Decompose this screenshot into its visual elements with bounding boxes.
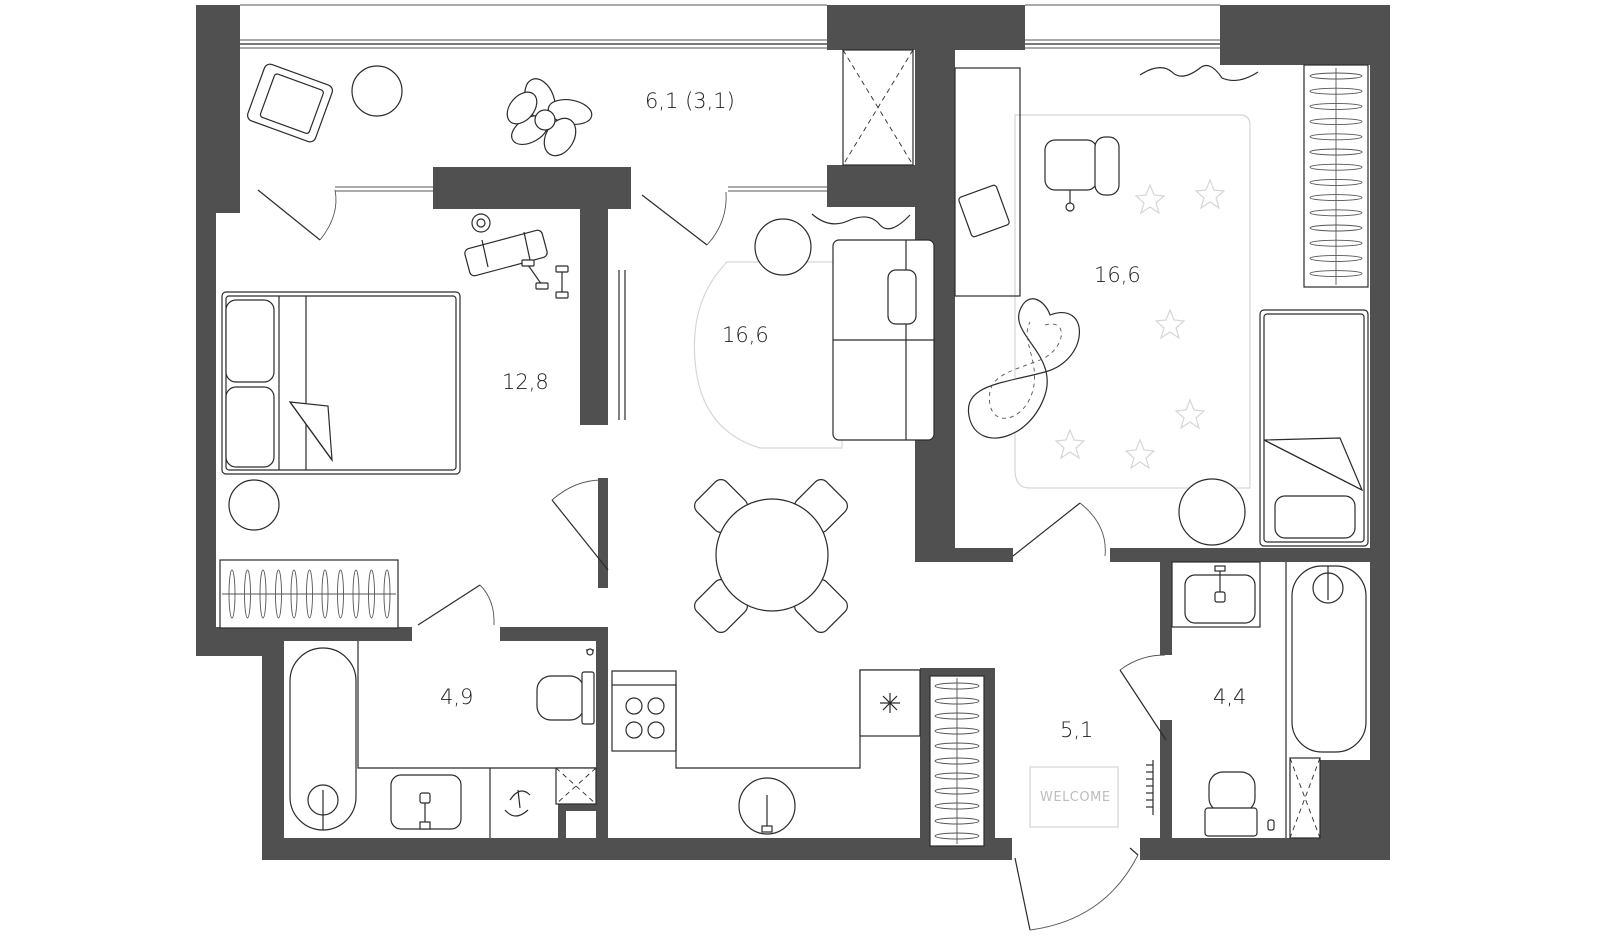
- kids-furniture: [954, 64, 1369, 547]
- bath-left-fixtures: [289, 641, 597, 838]
- star-decor: [1054, 178, 1226, 470]
- hanger-mark: [1309, 87, 1363, 95]
- kids-wardrobe-hangers: [1309, 68, 1363, 285]
- walls: [196, 5, 1390, 860]
- hob-icon: [880, 693, 900, 713]
- washing-machine-icon: [504, 789, 531, 817]
- area-kids: 16,6: [1094, 263, 1141, 287]
- bath-right-fixtures: [1171, 561, 1367, 839]
- hanger-mark: [383, 569, 391, 619]
- area-balcony: 6,1 (3,1): [645, 89, 735, 113]
- room-labels: 6,1 (3,1) 12,8 16,6 16,6 4,9 5,1 4,4 WEL…: [440, 89, 1246, 805]
- hanger-mark: [244, 569, 251, 619]
- hanger-mark: [934, 757, 980, 765]
- hanger-mark: [1309, 178, 1363, 186]
- hanger-mark: [1309, 133, 1363, 141]
- hanger-mark: [1309, 102, 1363, 110]
- doors: [257, 189, 1167, 931]
- fitness-mat-icon: [464, 213, 548, 277]
- hanger-mark: [1309, 224, 1363, 232]
- area-living: 16,6: [722, 323, 769, 347]
- hanger-mark: [306, 569, 313, 619]
- hanger-mark: [1309, 163, 1363, 171]
- toy-track-icon: [967, 298, 1080, 439]
- hanger-mark: [934, 772, 980, 780]
- hanger-mark: [934, 697, 980, 705]
- windows: [240, 4, 1220, 192]
- area-bath-right: 4,4: [1213, 685, 1246, 709]
- dining-set: [694, 479, 848, 633]
- area-bath-left: 4,9: [440, 685, 473, 709]
- bedroom-furniture: [219, 213, 569, 629]
- hanger-mark: [934, 712, 980, 720]
- hanger-mark: [934, 727, 980, 735]
- hanger-mark: [368, 569, 375, 619]
- area-bedroom: 12,8: [502, 370, 549, 394]
- hanger-mark: [934, 802, 980, 810]
- hanger-mark: [1309, 194, 1363, 202]
- hanger-mark: [352, 569, 360, 619]
- hanger-mark: [934, 787, 980, 795]
- dumbbells-icon: [521, 259, 569, 299]
- hanger-mark: [1309, 148, 1363, 156]
- hanger-mark: [228, 569, 236, 619]
- hanger-mark: [1309, 239, 1363, 247]
- welcome-mat: WELCOME: [1040, 790, 1111, 805]
- hanger-mark: [337, 569, 344, 619]
- hanger-mark: [321, 569, 329, 619]
- bedroom-wardrobe-hangers: [222, 569, 396, 619]
- hanger-mark: [934, 832, 980, 840]
- hanger-mark: [275, 569, 282, 619]
- plant-icon: [506, 78, 593, 157]
- hanger-mark: [934, 817, 980, 825]
- balcony-furniture: [247, 49, 914, 166]
- hanger-mark: [934, 742, 980, 750]
- living-furniture: [611, 213, 985, 847]
- hanger-mark: [1309, 209, 1363, 217]
- radiator-icon: [1146, 760, 1154, 815]
- hanger-mark: [1309, 254, 1363, 262]
- hanger-mark: [290, 569, 298, 619]
- hanger-mark: [1309, 270, 1363, 278]
- hall-fixtures: [1029, 760, 1154, 828]
- hanger-mark: [259, 569, 267, 619]
- kitchen-pantry-hangers: [934, 678, 980, 844]
- hanger-mark: [934, 682, 980, 690]
- area-hall: 5,1: [1060, 718, 1093, 742]
- hanger-mark: [1309, 118, 1363, 126]
- hanger-mark: [1309, 72, 1363, 80]
